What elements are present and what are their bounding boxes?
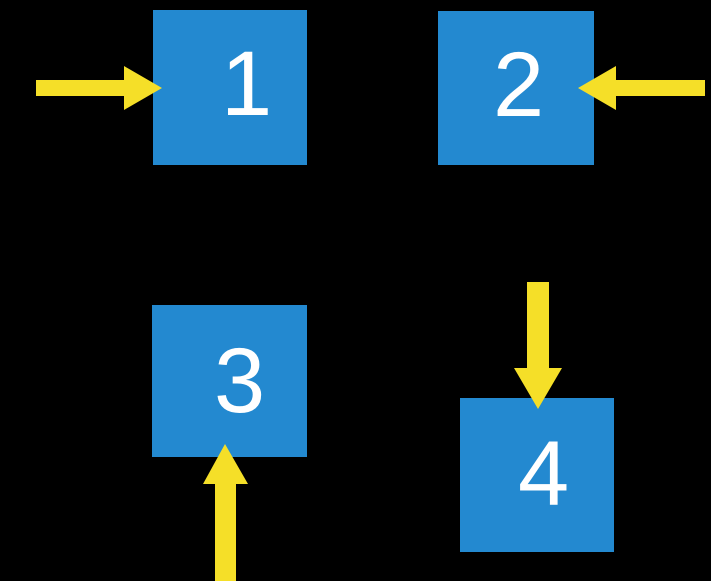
arrow-into-node-3-icon xyxy=(203,444,248,581)
diagram-node-1[interactable]: 1 xyxy=(153,10,307,165)
diagram-node-2[interactable]: 2 xyxy=(438,11,594,165)
diagram-node-3[interactable]: 3 xyxy=(152,305,307,457)
arrow-into-node-1-icon xyxy=(36,66,162,110)
arrow-into-node-4-icon xyxy=(514,282,562,409)
diagram-node-label: 3 xyxy=(214,330,266,432)
diagram-node-label: 4 xyxy=(518,423,570,525)
diagram-node-label: 2 xyxy=(493,34,545,136)
diagram-node-label: 1 xyxy=(221,33,273,135)
arrow-into-node-2-icon xyxy=(578,66,705,110)
diagram-node-4[interactable]: 4 xyxy=(460,398,614,552)
